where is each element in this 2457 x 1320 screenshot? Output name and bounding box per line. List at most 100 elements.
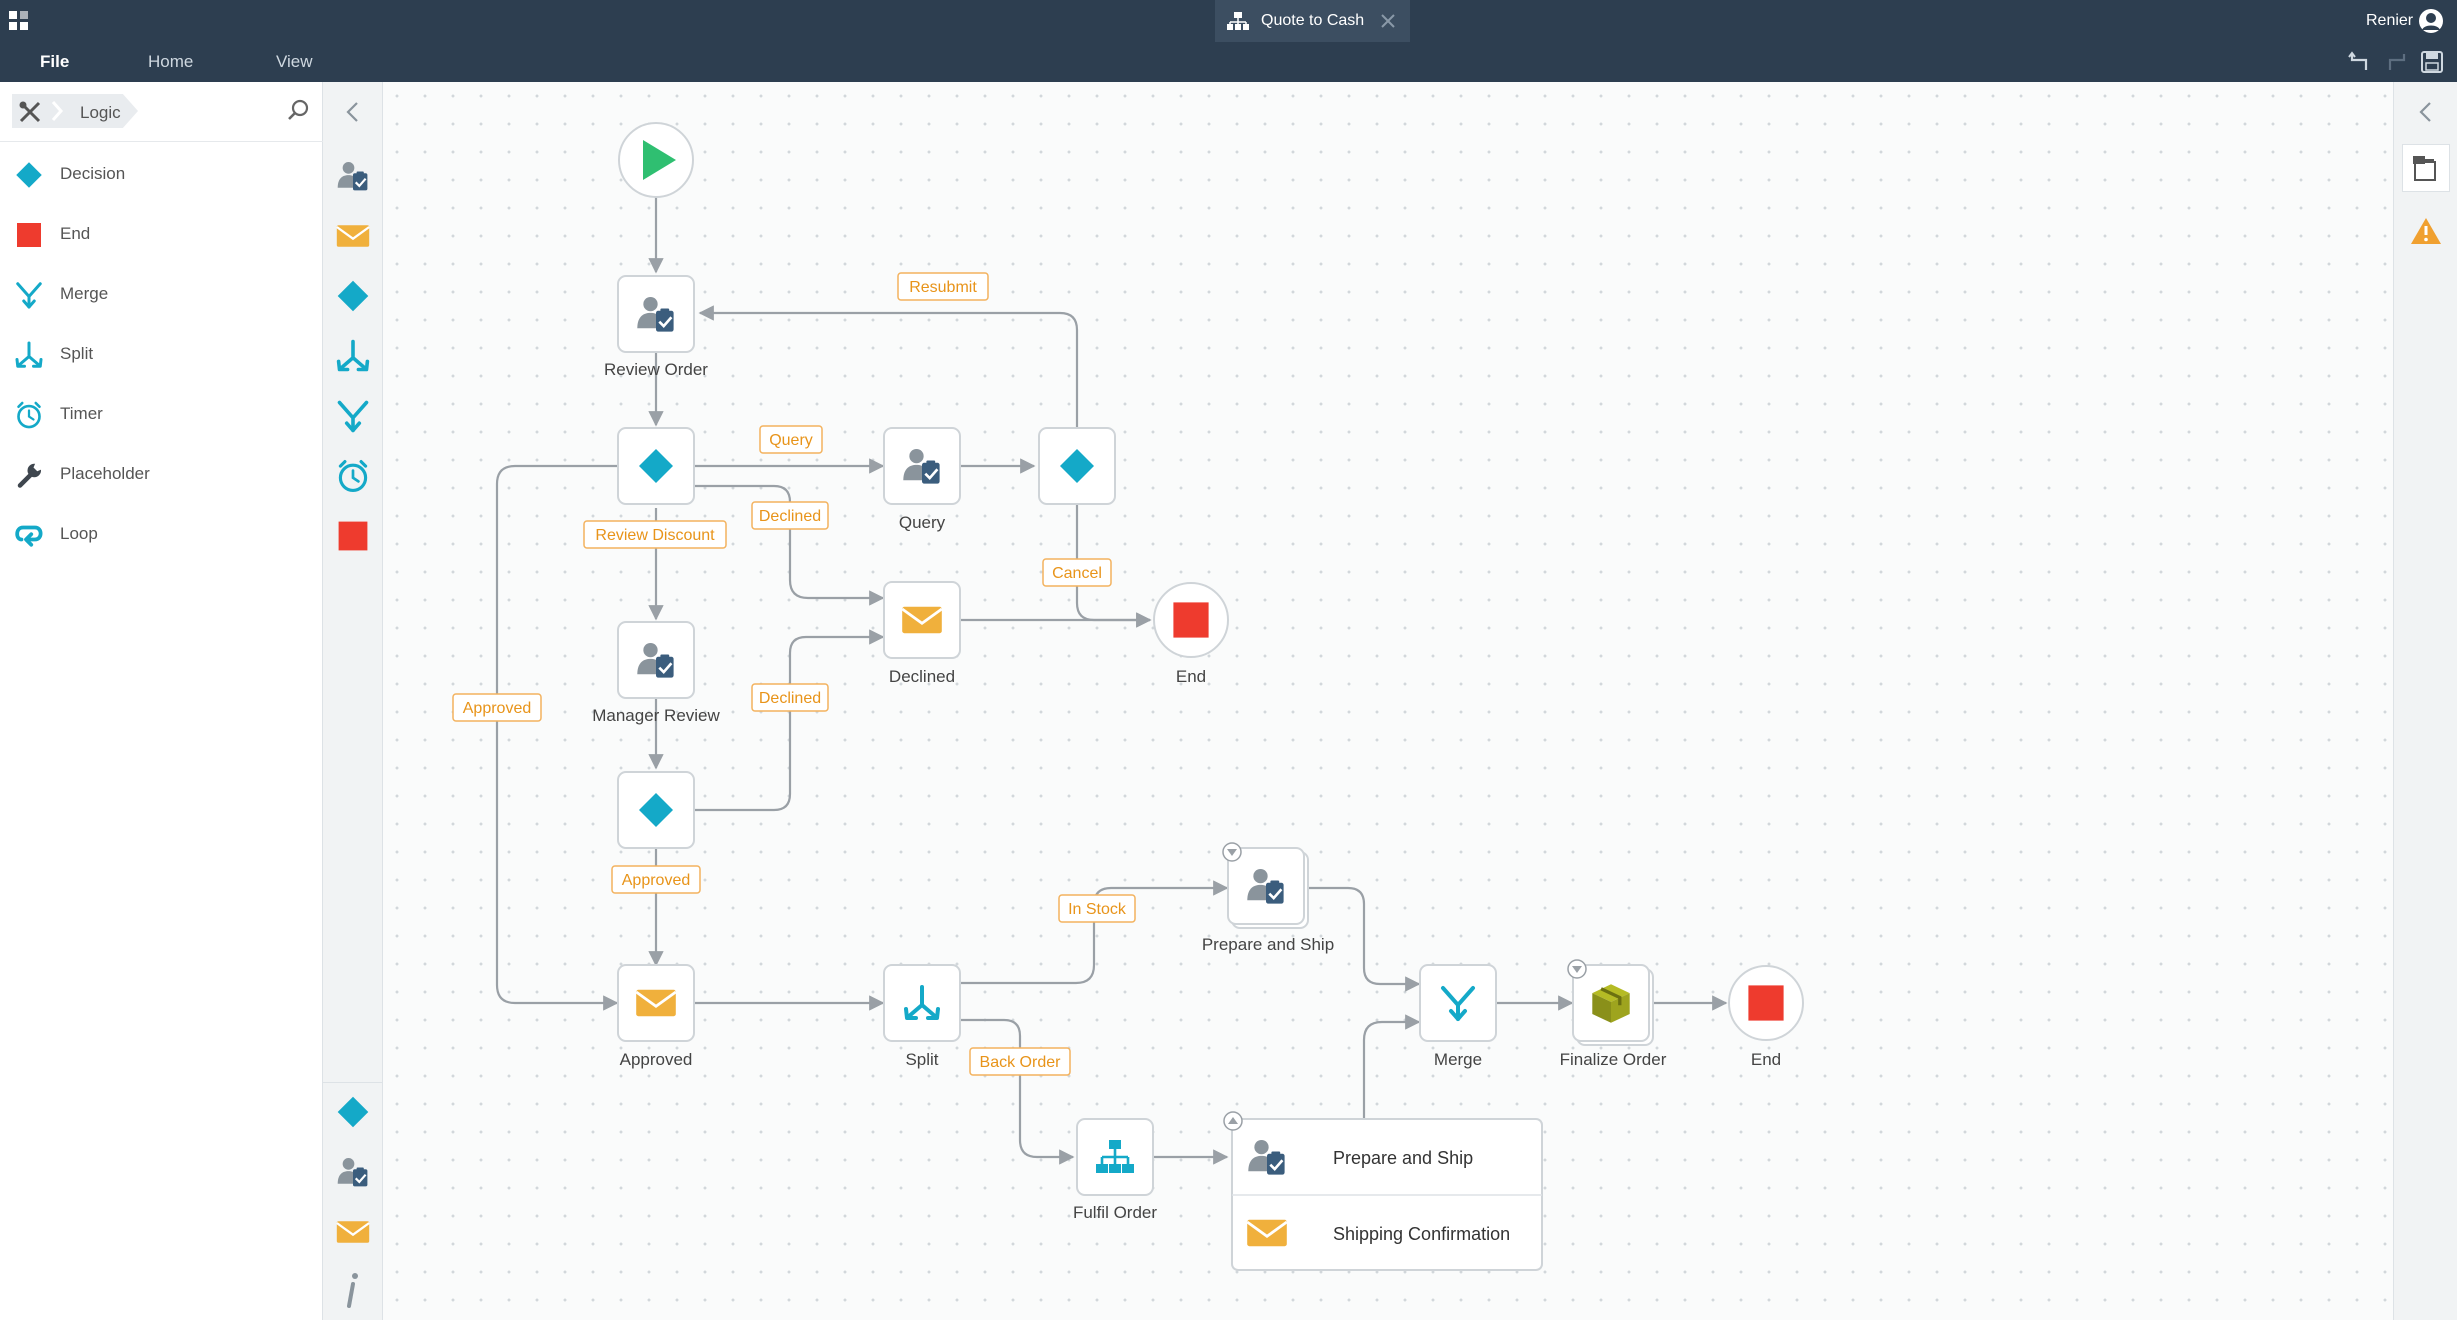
menu-file[interactable]: File — [40, 52, 70, 71]
connector[interactable] — [698, 305, 1079, 431]
loop-icon — [14, 520, 44, 550]
node-end-bottom[interactable]: End — [1728, 965, 1804, 1069]
connector[interactable] — [495, 464, 619, 1011]
edge-label-cancel[interactable]: Cancel — [1042, 558, 1112, 587]
edge-label-review-discount[interactable]: Review Discount — [583, 520, 727, 549]
node-decision-review[interactable] — [617, 427, 695, 505]
node-label: Manager Review — [592, 706, 720, 725]
email-icon — [900, 605, 944, 635]
node-query[interactable]: Query — [883, 427, 961, 532]
toolbox-item-timer[interactable]: Timer — [0, 389, 323, 439]
save-icon[interactable] — [2420, 50, 2444, 74]
undo-icon[interactable] — [2348, 50, 2372, 74]
properties-icon — [2413, 156, 2436, 181]
toolbox-item-split[interactable]: Split — [0, 329, 323, 379]
split-icon — [14, 340, 44, 370]
edge-label-approved-mid[interactable]: Approved — [611, 865, 701, 894]
document-tab[interactable]: Quote to Cash — [1215, 0, 1410, 42]
svg-text:Resubmit: Resubmit — [909, 279, 977, 296]
node-manager-review[interactable]: Manager Review — [592, 621, 721, 725]
wrench-icon — [14, 460, 44, 490]
node-decision-query[interactable] — [1038, 427, 1116, 505]
toolbox-item-decision[interactable]: Decision — [0, 149, 323, 199]
user-name: Renier — [2366, 12, 2414, 29]
app-grid-icon[interactable] — [8, 10, 30, 32]
node-label: Declined — [889, 667, 955, 686]
node-end-top[interactable]: End — [1153, 582, 1229, 686]
edge-label-resubmit[interactable]: Resubmit — [897, 272, 989, 301]
node-merge[interactable]: Merge — [1419, 964, 1497, 1069]
redo-icon[interactable] — [2384, 50, 2408, 74]
user-avatar-icon[interactable] — [2418, 8, 2444, 34]
node-review-order[interactable]: Review Order — [604, 275, 708, 379]
edge-label-approved-left[interactable]: Approved — [452, 693, 542, 722]
collapse-right-panel-icon[interactable] — [2416, 100, 2436, 124]
svg-text:Approved: Approved — [622, 872, 691, 889]
email-icon[interactable] — [335, 218, 371, 254]
close-tab-icon[interactable] — [1381, 14, 1395, 28]
end-icon — [14, 220, 44, 250]
toolbox-item-label: Merge — [60, 284, 109, 303]
collapse-panel-icon[interactable] — [343, 100, 363, 124]
info-icon[interactable] — [341, 1270, 365, 1310]
connector[interactable] — [1362, 1014, 1421, 1119]
connector[interactable] — [694, 629, 885, 812]
node-finalize-order[interactable]: Finalize Order — [1560, 959, 1667, 1069]
email-icon — [1245, 1218, 1289, 1248]
connector[interactable] — [694, 484, 885, 606]
svg-text:Declined: Declined — [759, 690, 821, 707]
document-tab-title: Quote to Cash — [1261, 12, 1365, 29]
connector[interactable] — [960, 1018, 1075, 1165]
node-label: Fulfil Order — [1073, 1203, 1157, 1222]
category-label: Logic — [80, 103, 121, 122]
node-declined-email[interactable]: Declined — [883, 581, 961, 686]
merge-icon[interactable] — [335, 398, 371, 434]
node-label: Approved — [620, 1050, 693, 1069]
edge-label-query[interactable]: Query — [759, 425, 823, 454]
node-label: Prepare and Ship — [1202, 935, 1334, 954]
decision-icon[interactable] — [335, 1094, 371, 1130]
connector[interactable] — [1304, 886, 1421, 992]
edge-label-declined-2[interactable]: Declined — [751, 683, 829, 712]
split-icon[interactable] — [335, 338, 371, 374]
edge-label-back-order[interactable]: Back Order — [969, 1047, 1071, 1076]
properties-tab[interactable] — [2402, 144, 2450, 192]
search-icon[interactable] — [286, 98, 310, 122]
decision-icon[interactable] — [335, 278, 371, 314]
node-split[interactable]: Split — [883, 964, 961, 1069]
design-canvas[interactable]: Review Order Query Declined End Manager … — [383, 82, 2393, 1320]
play-icon — [643, 140, 676, 180]
connectors — [495, 196, 1728, 1165]
email-icon[interactable] — [335, 1214, 371, 1250]
node-prepare-ship-top[interactable]: Prepare and Ship — [1202, 842, 1334, 954]
edge-label-in-stock[interactable]: In Stock — [1058, 894, 1136, 923]
toolbox-item-end[interactable]: End — [0, 209, 323, 259]
node-decision-manager[interactable] — [617, 771, 695, 849]
end-icon[interactable] — [335, 518, 371, 554]
svg-text:Approved: Approved — [463, 700, 532, 717]
menu-view[interactable]: View — [276, 52, 313, 71]
expanded-group-prepare-ship[interactable]: Prepare and Ship Shipping Confirmation — [1223, 1111, 1543, 1271]
workflow-icon — [1227, 12, 1249, 30]
node-label: Finalize Order — [1560, 1050, 1667, 1069]
node-label: End — [1176, 667, 1206, 686]
node-label: Merge — [1434, 1050, 1482, 1069]
user-task-icon[interactable] — [335, 158, 371, 194]
start-event[interactable] — [618, 122, 694, 198]
right-panel — [2393, 82, 2457, 1320]
warning-icon[interactable] — [2410, 216, 2442, 246]
edge-label-declined-1[interactable]: Declined — [751, 501, 829, 530]
toolbox-item-loop[interactable]: Loop — [0, 509, 323, 559]
node-approved-email[interactable]: Approved — [617, 964, 695, 1069]
connector[interactable] — [960, 880, 1229, 985]
toolbox-item-placeholder[interactable]: Placeholder — [0, 449, 323, 499]
menu-home[interactable]: Home — [148, 52, 194, 71]
timer-icon[interactable] — [335, 458, 371, 494]
chevron-right-icon — [51, 101, 64, 121]
toolbox-item-merge[interactable]: Merge — [0, 269, 323, 319]
tools-icon — [19, 101, 41, 123]
node-fulfil-order[interactable]: Fulfil Order — [1073, 1118, 1157, 1222]
user-task-icon[interactable] — [335, 1154, 371, 1190]
edge-labels: Resubmit Query Declined Review Discount … — [452, 272, 1136, 1076]
